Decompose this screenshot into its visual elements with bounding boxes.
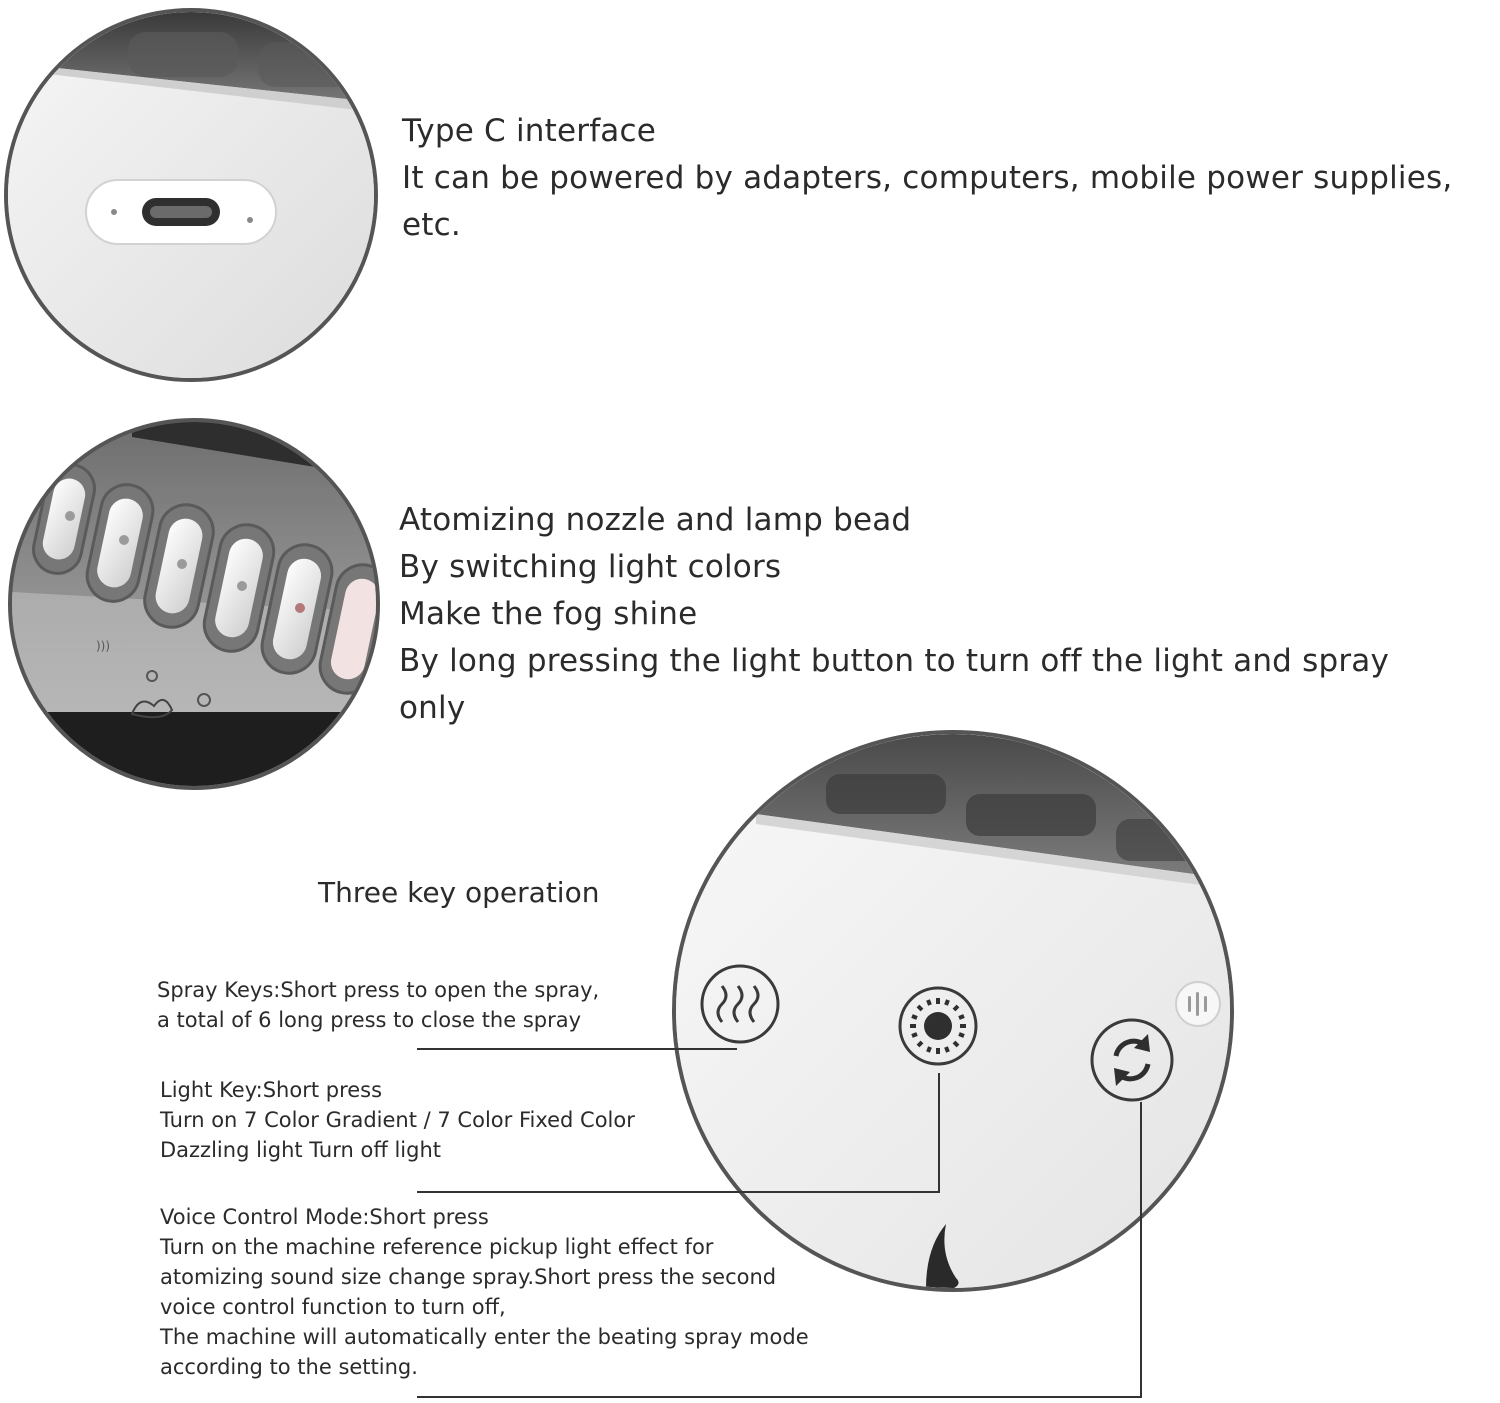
nozzle-line-4: By long pressing the light button to tur… — [399, 643, 1390, 679]
type-c-line-1: It can be powered by adapters, computers… — [402, 160, 1453, 196]
type-c-line-2: etc. — [402, 207, 461, 243]
nozzle-line-1: Atomizing nozzle and lamp bead — [399, 502, 912, 538]
nozzle-line-2: By switching light colors — [399, 549, 782, 585]
nozzle-line-5: only — [399, 690, 466, 726]
usb-c-port-illustration — [8, 12, 374, 378]
voice-key-line-3: atomizing sound size change spray.Short … — [160, 1265, 777, 1289]
three-key-heading: Three key operation — [318, 876, 600, 909]
usb-c-closeup-image — [4, 8, 378, 382]
nozzle-line-3: Make the fog shine — [399, 596, 698, 632]
nozzle-lamp-closeup-image: ))) — [8, 418, 380, 790]
spray-waves-icon — [700, 964, 780, 1044]
spray-key-line-1: Spray Keys:Short press to open the spray… — [157, 978, 600, 1002]
light-sun-icon — [898, 986, 978, 1066]
three-keys-illustration — [676, 734, 1230, 1288]
voice-key-line-1: Voice Control Mode:Short press — [160, 1205, 489, 1229]
nozzle-text-block: Atomizing nozzle and lamp bead By switch… — [399, 497, 1389, 732]
usb-c-port-icon — [85, 179, 277, 245]
type-c-text-block: Type C interface It can be powered by ad… — [402, 108, 1452, 249]
spray-leader-line — [417, 1048, 737, 1050]
type-c-title: Type C interface — [402, 113, 657, 149]
light-leader-line-h — [417, 1191, 940, 1193]
voice-key-line-4: voice control function to turn off, — [160, 1295, 506, 1319]
light-key-line-3: Dazzling light Turn off light — [160, 1138, 442, 1162]
spray-key-line-2: a total of 6 long press to close the spr… — [157, 1008, 582, 1032]
microphone-icon — [1175, 981, 1221, 1027]
voice-key-line-5: The machine will automatically enter the… — [160, 1325, 809, 1349]
light-key-description: Light Key:Short press Turn on 7 Color Gr… — [160, 1075, 635, 1165]
nozzle-lamp-illustration: ))) — [12, 422, 376, 786]
voice-key-description: Voice Control Mode:Short press Turn on t… — [160, 1202, 809, 1382]
voice-leader-line-v — [1140, 1102, 1142, 1398]
light-leader-line-v — [938, 1073, 940, 1193]
voice-cycle-icon — [1090, 1018, 1174, 1102]
voice-leader-line-h — [417, 1396, 1142, 1398]
voice-key-line-6: according to the setting. — [160, 1355, 418, 1379]
spray-key-description: Spray Keys:Short press to open the spray… — [157, 975, 599, 1035]
light-key-line-1: Light Key:Short press — [160, 1078, 383, 1102]
svg-text:))): ))) — [96, 639, 110, 653]
voice-key-line-2: Turn on the machine reference pickup lig… — [160, 1235, 714, 1259]
light-key-line-2: Turn on 7 Color Gradient / 7 Color Fixed… — [160, 1108, 635, 1132]
